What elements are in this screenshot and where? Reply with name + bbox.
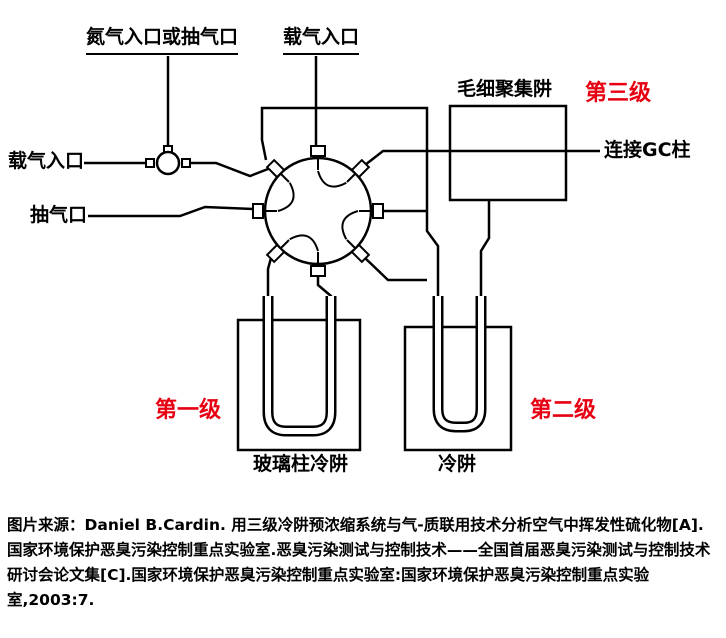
trap1-utube-outer xyxy=(262,296,337,437)
label-stage2: 第二级 xyxy=(530,398,597,423)
tube-lrport-branch xyxy=(364,257,427,282)
valve-port-upper-right xyxy=(350,158,371,179)
label-gc-column: 连接GC柱 xyxy=(604,139,691,161)
trap2-box xyxy=(403,325,513,452)
valve-port-lower-left xyxy=(265,243,286,264)
valve-port-bottom xyxy=(310,265,326,277)
label-glass-column-trap: 玻璃柱冷阱 xyxy=(253,453,349,475)
valve-port-left xyxy=(252,203,264,219)
label-nitrogen-inlet: 氮气入口或抽气口 xyxy=(86,26,239,55)
trap2-utube-bore xyxy=(435,296,484,430)
tube-pump-to-valve xyxy=(88,205,254,218)
tube-bottomport-to-trap1-right xyxy=(316,276,333,298)
tube-capillary-to-trap2-right xyxy=(479,200,491,298)
label-cold-trap: 冷阱 xyxy=(438,453,477,475)
capillary-trap-box xyxy=(448,104,568,202)
label-capillary-trap: 毛细聚集阱 xyxy=(457,78,553,100)
tube-gc-line xyxy=(364,149,600,166)
source-caption: 图片来源：Daniel B.Cardin. 用三级冷阱预浓缩系统与气-质联用技术… xyxy=(7,515,711,609)
fitting-right-nub xyxy=(181,158,191,168)
valve-rotor-channels xyxy=(277,170,359,252)
tube-high-loop-to-trap2-left xyxy=(260,106,440,298)
label-carrier-inlet-left: 载气入口 xyxy=(8,150,85,172)
valve-port-upper-left xyxy=(265,158,286,179)
valve-port-right xyxy=(372,203,384,219)
valve-port-top xyxy=(310,145,326,157)
valve-port-stubs xyxy=(265,158,371,264)
preconcentrator-diagram xyxy=(84,56,600,452)
trap2-utube-outer xyxy=(432,296,487,433)
tube-fitting-to-valve xyxy=(188,161,269,178)
valve-ports xyxy=(252,145,384,277)
valve-port-lower-right xyxy=(350,243,371,264)
label-stage3: 第三级 xyxy=(585,81,652,106)
label-pump-port: 抽气口 xyxy=(30,204,88,226)
trap1-utube-bore xyxy=(265,296,334,434)
label-carrier-inlet-top: 载气入口 xyxy=(283,26,360,55)
inlet-valve-fitting xyxy=(145,145,191,176)
fitting-left-nub xyxy=(145,158,155,168)
label-stage1: 第一级 xyxy=(155,398,222,423)
tube-llport-to-trap1-left xyxy=(266,257,273,298)
fitting-body xyxy=(155,150,181,176)
trap1-box xyxy=(236,318,362,452)
